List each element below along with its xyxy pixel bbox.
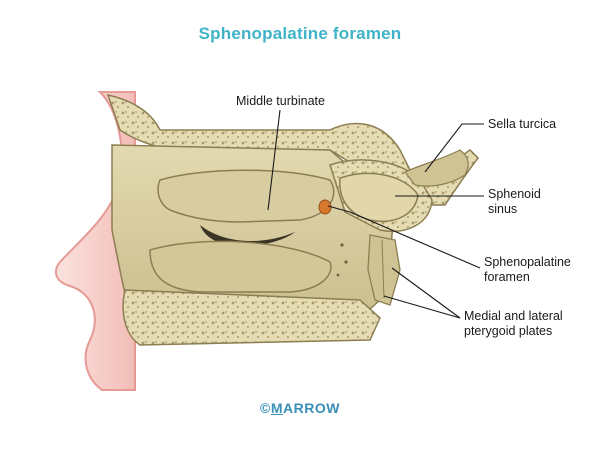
label-sphenoid-sinus-line2: sinus <box>488 202 518 216</box>
label-sphenoid-sinus-line1: Sphenoid <box>488 187 541 201</box>
label-sphenoid-sinus: Sphenoid sinus <box>488 187 541 217</box>
leader-sella-turcica <box>424 123 484 173</box>
label-sphenopalatine-line1: Sphenopalatine <box>484 255 571 269</box>
label-pterygoid-line2: pterygoid plates <box>464 324 553 338</box>
leader-middle-turbinate <box>267 109 281 211</box>
brand-first-letter: M <box>270 400 284 416</box>
inferior-turbinate <box>149 240 332 293</box>
label-sphenopalatine-line2: foramen <box>484 270 530 284</box>
leader-sphenopalatine <box>327 205 481 269</box>
middle-turbinate <box>157 169 335 223</box>
leader-pterygoid-1 <box>391 267 461 319</box>
copyright-marrow: ©MARROW <box>0 400 600 416</box>
hard-palate <box>122 289 381 346</box>
pterygoid-plates <box>367 234 401 306</box>
label-sphenopalatine-foramen: Sphenopalatine foramen <box>484 255 571 285</box>
label-sella-turcica: Sella turcica <box>488 117 557 131</box>
sphenopalatine-foramen-spot <box>318 199 332 215</box>
sella-turcica-saddle <box>404 149 469 187</box>
copyright-symbol: © <box>260 400 271 416</box>
label-pterygoid-line1: Medial and lateral <box>464 309 563 323</box>
leader-pterygoid-2 <box>383 295 461 319</box>
label-middle-turbinate: Middle turbinate <box>236 94 325 108</box>
label-pterygoid-plates: Medial and lateral pterygoid plates <box>464 309 563 339</box>
sphenoid-sinus <box>339 172 419 222</box>
diagram-title: Sphenopalatine foramen <box>198 24 402 43</box>
leader-lines <box>267 109 484 319</box>
brand-rest: ARROW <box>283 400 340 416</box>
